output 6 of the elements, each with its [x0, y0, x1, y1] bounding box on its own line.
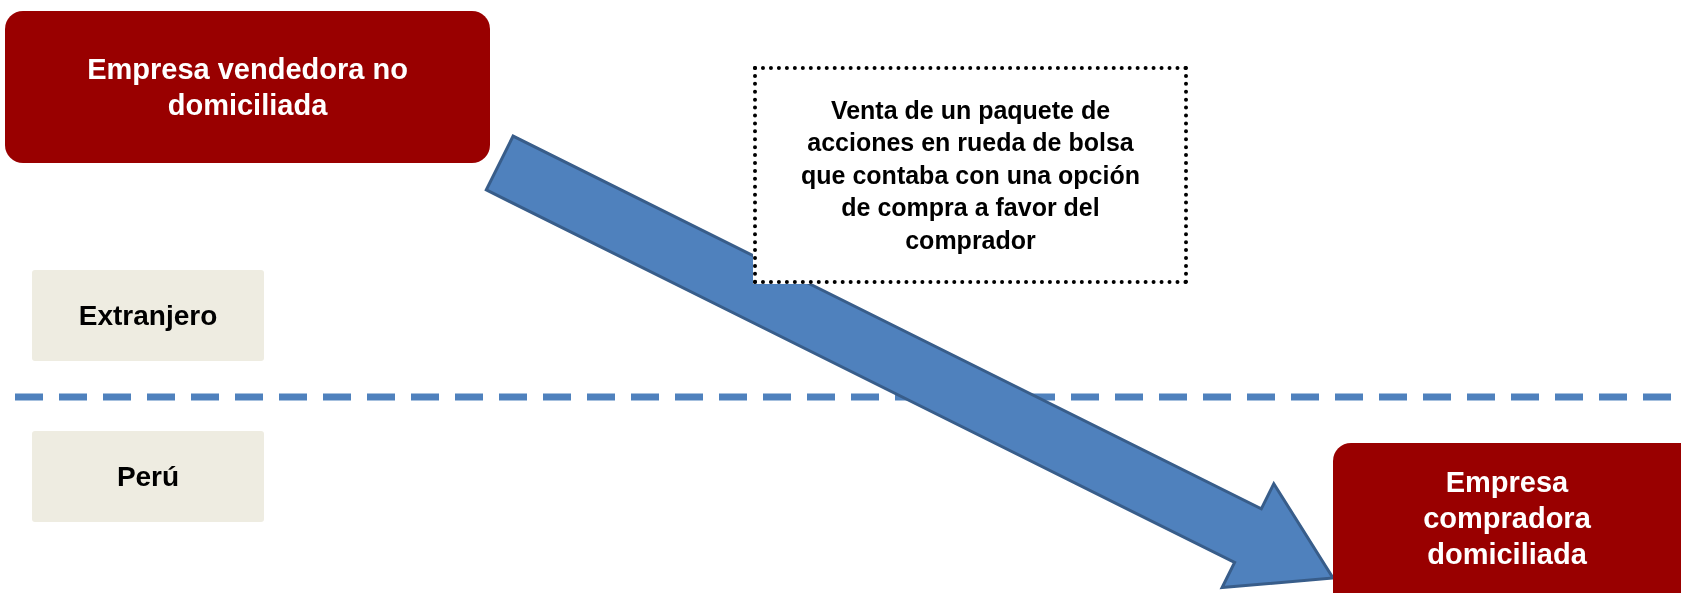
block-arrow [484, 134, 1336, 590]
region-box: Extranjero [32, 270, 264, 361]
region-box: Perú [32, 431, 264, 522]
note-box: Venta de un paquete de acciones en rueda de bolsa que contaba con una opción de compra a favor del comprador [753, 66, 1188, 284]
company-box: Empresa vendedora no domiciliada [5, 11, 490, 163]
company-box: Empresa compradora domiciliada [1333, 443, 1681, 593]
